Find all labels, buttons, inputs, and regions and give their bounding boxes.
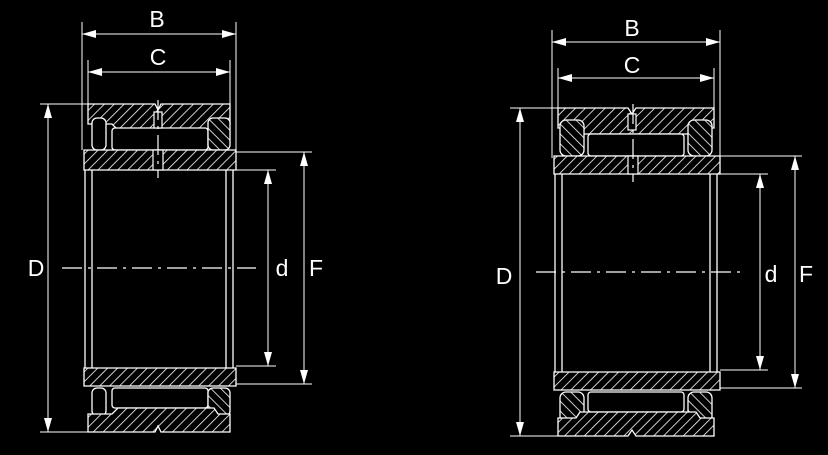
right-dim-f: F bbox=[720, 155, 813, 389]
right-top-seal-left bbox=[559, 119, 585, 157]
left-label-c: C bbox=[150, 44, 167, 70]
right-top-roller bbox=[587, 133, 685, 157]
right-dim-d-outer: D bbox=[496, 107, 560, 437]
right-label-d: d bbox=[765, 261, 778, 287]
left-bottom-section bbox=[83, 367, 237, 433]
left-bottom-roller bbox=[111, 387, 209, 409]
right-label-F: F bbox=[799, 261, 813, 287]
right-label-c: C bbox=[624, 52, 641, 78]
right-top-section bbox=[553, 104, 721, 182]
left-label-D: D bbox=[28, 255, 45, 281]
right-bottom-outer-ring bbox=[557, 411, 715, 437]
left-dim-b: B bbox=[82, 6, 236, 38]
left-dim-d-outer: D bbox=[28, 103, 90, 433]
right-label-b: B bbox=[624, 15, 639, 41]
right-dim-d-inner: d bbox=[720, 173, 778, 371]
left-top-seal bbox=[207, 117, 231, 151]
right-bottom-section bbox=[553, 371, 721, 437]
left-dim-d-inner: d bbox=[236, 169, 289, 367]
right-top-seal-right bbox=[687, 119, 713, 157]
right-bottom-roller bbox=[587, 391, 685, 413]
right-bottom-inner-ring bbox=[553, 371, 721, 391]
right-dim-b: B bbox=[552, 15, 720, 46]
left-bottom-inner-ring bbox=[83, 367, 237, 387]
left-bearing: B C D d bbox=[28, 6, 323, 433]
left-top-section bbox=[83, 100, 237, 178]
right-bearing: B C D d bbox=[496, 15, 813, 437]
left-label-b: B bbox=[149, 6, 164, 32]
left-top-roller bbox=[111, 127, 209, 151]
left-bottom-outer-ring bbox=[87, 407, 231, 433]
right-dim-c: C bbox=[558, 52, 714, 82]
left-label-F: F bbox=[309, 255, 323, 281]
left-dim-f: F bbox=[236, 151, 323, 385]
left-label-d: d bbox=[276, 255, 289, 281]
right-label-D: D bbox=[496, 263, 513, 289]
left-dim-c: C bbox=[88, 44, 230, 76]
